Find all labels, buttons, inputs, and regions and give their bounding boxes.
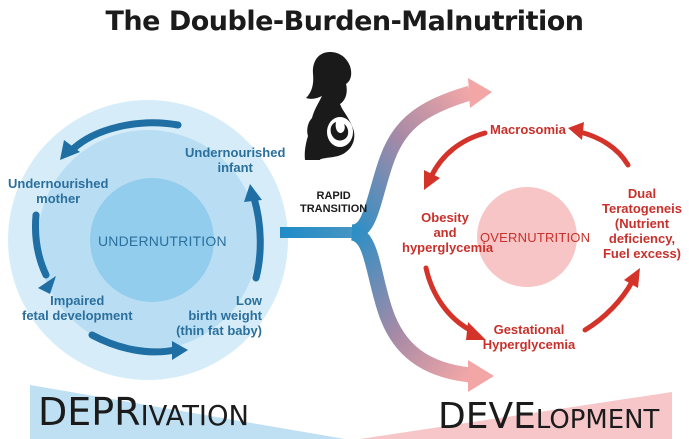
label-line: Impaired: [50, 293, 105, 308]
label-gestational-hyperglycemia: Gestational Hyperglycemia: [470, 322, 588, 352]
transition-arrowhead-down: [468, 360, 494, 392]
diagram-title: The Double-Burden-Malnutrition: [105, 6, 584, 37]
label-line: Dual: [627, 186, 657, 201]
label-line: Undernourished: [8, 176, 109, 191]
deprivation-label-initial: DEPR: [38, 390, 141, 434]
transition-arrow-up: [350, 85, 473, 240]
arrow-infant-to-mother: [68, 119, 182, 154]
transition-arrowhead-up: [468, 78, 492, 108]
label-line: hyperglycemia: [402, 240, 494, 255]
label-line: and: [433, 225, 457, 240]
label-line: (Nutrient: [614, 216, 670, 231]
deprivation-label: DEPRIVATION: [38, 392, 249, 437]
arrow-gestational-to-dual: [582, 279, 635, 333]
label-line: Obesity: [421, 210, 469, 225]
label-line: mother: [36, 191, 81, 206]
overnutrition-circle: [477, 187, 577, 287]
development-label-initial: DEVE: [438, 396, 536, 437]
arrowhead-mother: [60, 140, 80, 160]
development-band: [360, 392, 672, 439]
arrow-mother-to-fetal: [32, 211, 50, 279]
arrow-dual-to-macrosomia: [577, 129, 631, 168]
rapid-label: RAPID: [316, 190, 351, 202]
transition-label: TRANSITION: [300, 203, 368, 215]
undernutrition-core-circle: [90, 178, 214, 302]
label-line: Hyperglycemia: [482, 337, 576, 352]
label-line: fetal development: [22, 308, 133, 323]
overnutrition-arrowheads: [424, 122, 640, 340]
label-line: Low: [236, 293, 262, 308]
label-line: (thin fat baby): [176, 323, 262, 338]
development-label-rest: LOPMENT: [535, 405, 660, 435]
label-low-birth-weight: Low birth weight (thin fat baby): [170, 293, 262, 338]
label-line: deficiency,: [608, 231, 676, 246]
label-obesity-hyperglycemia: Obesity and hyperglycemia: [402, 210, 494, 255]
rapid-transition-label: RAPID TRANSITION: [300, 190, 367, 216]
deprivation-band: [30, 385, 345, 439]
arrow-macrosomia-to-obesity: [429, 130, 488, 178]
label-macrosomia: Macrosomia: [490, 122, 566, 137]
arrowhead-dual: [624, 268, 640, 288]
transition-arrow-down: [349, 225, 471, 383]
pregnant-woman-icon: [304, 52, 355, 160]
undernutrition-cycle-arrows: [32, 119, 264, 356]
arrow-obesity-to-gestational: [423, 265, 473, 333]
label-line: Gestational: [493, 322, 565, 337]
label-impaired-fetal-development: Impaired fetal development: [22, 293, 133, 323]
label-line: infant: [217, 160, 253, 175]
overnutrition-cycle-arrows: [423, 129, 635, 333]
overnutrition-center-label: OVERNUTRITION: [480, 230, 591, 245]
arrowhead-gestational: [466, 322, 486, 340]
label-undernourished-mother: Undernourished mother: [8, 176, 108, 206]
label-undernourished-infant: Undernourished infant: [185, 145, 285, 175]
undernutrition-center-label: UNDERNUTRITION: [98, 233, 227, 249]
arrow-birth-to-infant: [250, 194, 264, 282]
arrowhead-infant: [244, 184, 262, 202]
development-label: DEVELOPMENT: [438, 398, 659, 439]
arrowhead-fetal: [38, 276, 56, 294]
arrowhead-obesity: [424, 170, 440, 190]
label-line: birth weight: [188, 308, 262, 323]
arrow-fetal-to-birth: [88, 331, 179, 356]
fetus-icon: [330, 122, 349, 141]
label-line: Fuel excess): [602, 246, 682, 261]
undernutrition-arrowheads: [38, 140, 262, 360]
label-line: Undernourished: [185, 145, 286, 160]
deprivation-label-rest: IVATION: [140, 401, 250, 432]
label-line: Teratogeneis: [602, 201, 682, 216]
label-dual-teratogenesis: Dual Teratogeneis (Nutrient deficiency, …: [600, 186, 684, 261]
arrowhead-birth: [172, 341, 188, 360]
arrowhead-macrosomia: [568, 122, 584, 140]
transition-bridge: [280, 227, 358, 238]
